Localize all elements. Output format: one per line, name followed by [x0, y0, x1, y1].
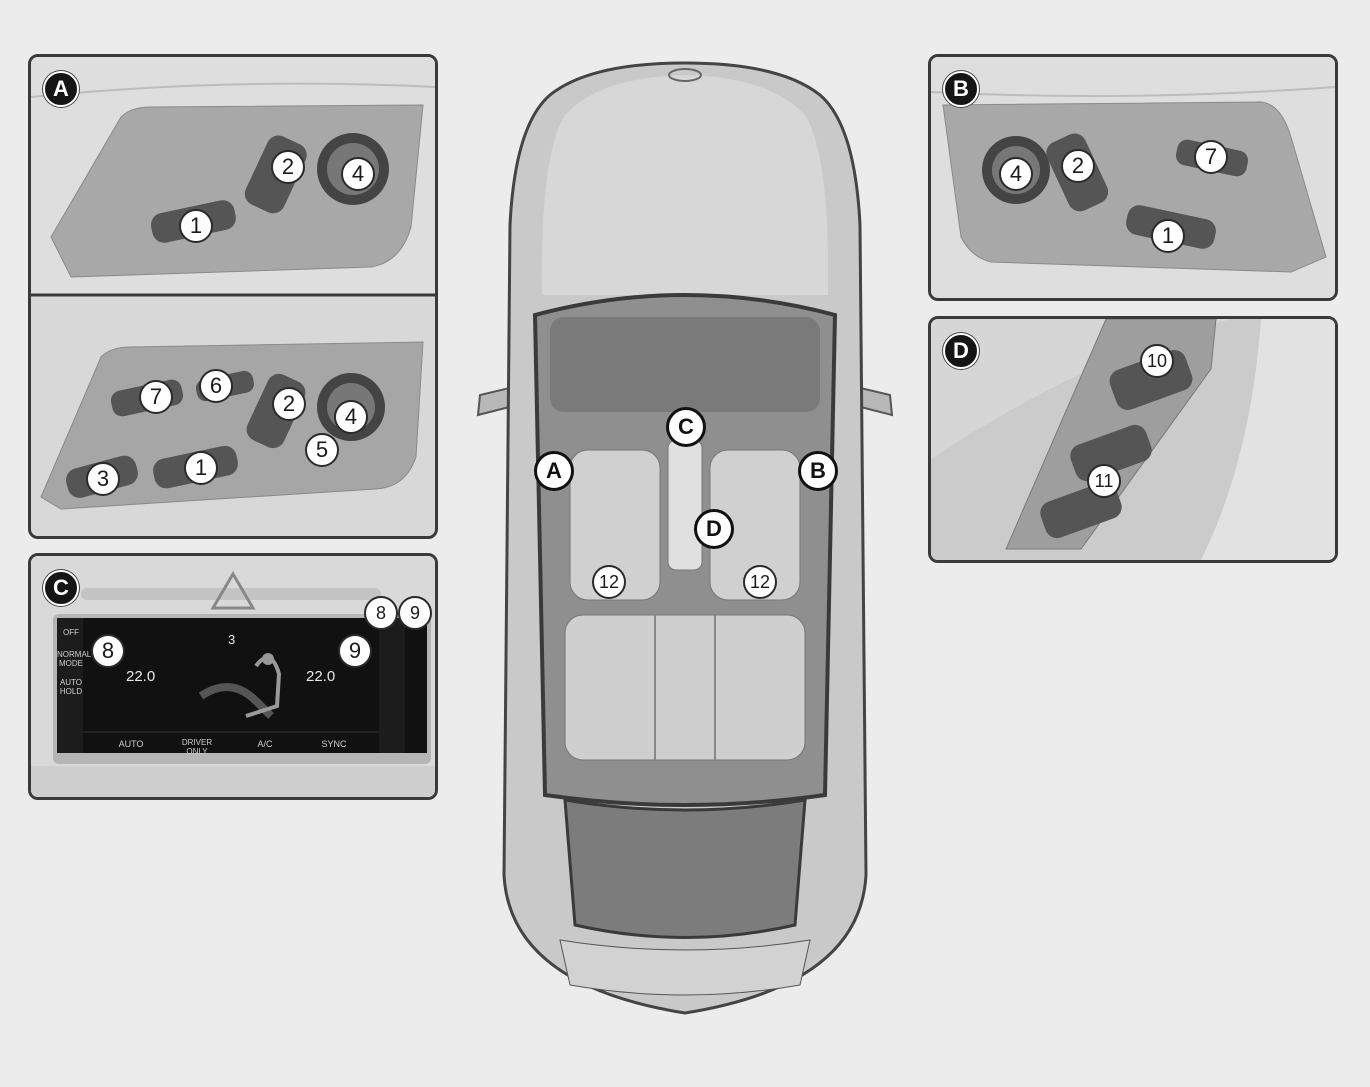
panel-b-passenger-seat-controls: B 4 2 7 1 — [928, 54, 1338, 301]
callout-8-top: 8 — [364, 596, 398, 630]
car-top-view: A B C D 12 12 — [470, 55, 900, 1030]
callout-2: 2 — [272, 387, 306, 421]
callout-1: 1 — [184, 451, 218, 485]
panel-d-rear-seat-controls: D 10 11 — [928, 316, 1338, 563]
seat-callout-right: 12 — [743, 565, 777, 599]
callout-6: 6 — [199, 369, 233, 403]
fan-speed[interactable]: 3 — [228, 632, 236, 647]
callout-9: 9 — [338, 634, 372, 668]
car-label-a: A — [534, 451, 574, 491]
panel-d-illustration — [931, 319, 1335, 560]
callout-3: 3 — [86, 462, 120, 496]
car-label-d: D — [694, 509, 734, 549]
auto-hold-button[interactable]: AUTO HOLD — [59, 678, 83, 696]
callout-1: 1 — [179, 209, 213, 243]
callout-8: 8 — [91, 634, 125, 668]
callout-2: 2 — [271, 150, 305, 184]
driver-only-button[interactable]: DRIVER ONLY — [181, 738, 213, 756]
callout-4: 4 — [341, 157, 375, 191]
callout-10: 10 — [1140, 344, 1174, 378]
panel-d-badge: D — [943, 333, 979, 369]
panel-c-illustration — [31, 556, 435, 797]
callout-4: 4 — [334, 400, 368, 434]
car-body-illustration — [476, 61, 894, 1015]
panel-b-badge: B — [943, 71, 979, 107]
panel-a-driver-seat-controls: A 1 2 4 7 6 2 4 5 3 1 — [28, 54, 438, 539]
seat-callout-left: 12 — [592, 565, 626, 599]
panel-a-illustration — [31, 57, 435, 536]
sync-button[interactable]: SYNC — [321, 739, 347, 749]
callout-1: 1 — [1151, 219, 1185, 253]
normal-mode-button[interactable]: NORMAL MODE — [57, 650, 92, 668]
panel-c-badge: C — [43, 570, 79, 606]
temperature-left[interactable]: 22.0 — [126, 668, 156, 685]
panel-a-badge: A — [43, 71, 79, 107]
car-label-b: B — [798, 451, 838, 491]
ac-button[interactable]: A/C — [257, 739, 273, 749]
callout-2: 2 — [1061, 149, 1095, 183]
callout-5: 5 — [305, 433, 339, 467]
auto-button[interactable]: AUTO — [118, 739, 144, 749]
callout-9-top: 9 — [398, 596, 432, 630]
callout-7: 7 — [139, 380, 173, 414]
callout-7: 7 — [1194, 140, 1228, 174]
car-label-c: C — [666, 407, 706, 447]
panel-c-climate-display: C 8 9 8 9 22.0 22.0 3 OFF NORMAL MODE AU… — [28, 553, 438, 800]
callout-4: 4 — [999, 157, 1033, 191]
callout-11: 11 — [1087, 464, 1121, 498]
panel-b-illustration — [931, 57, 1335, 298]
climate-off-button[interactable]: OFF — [63, 628, 79, 637]
temperature-right[interactable]: 22.0 — [306, 668, 336, 685]
